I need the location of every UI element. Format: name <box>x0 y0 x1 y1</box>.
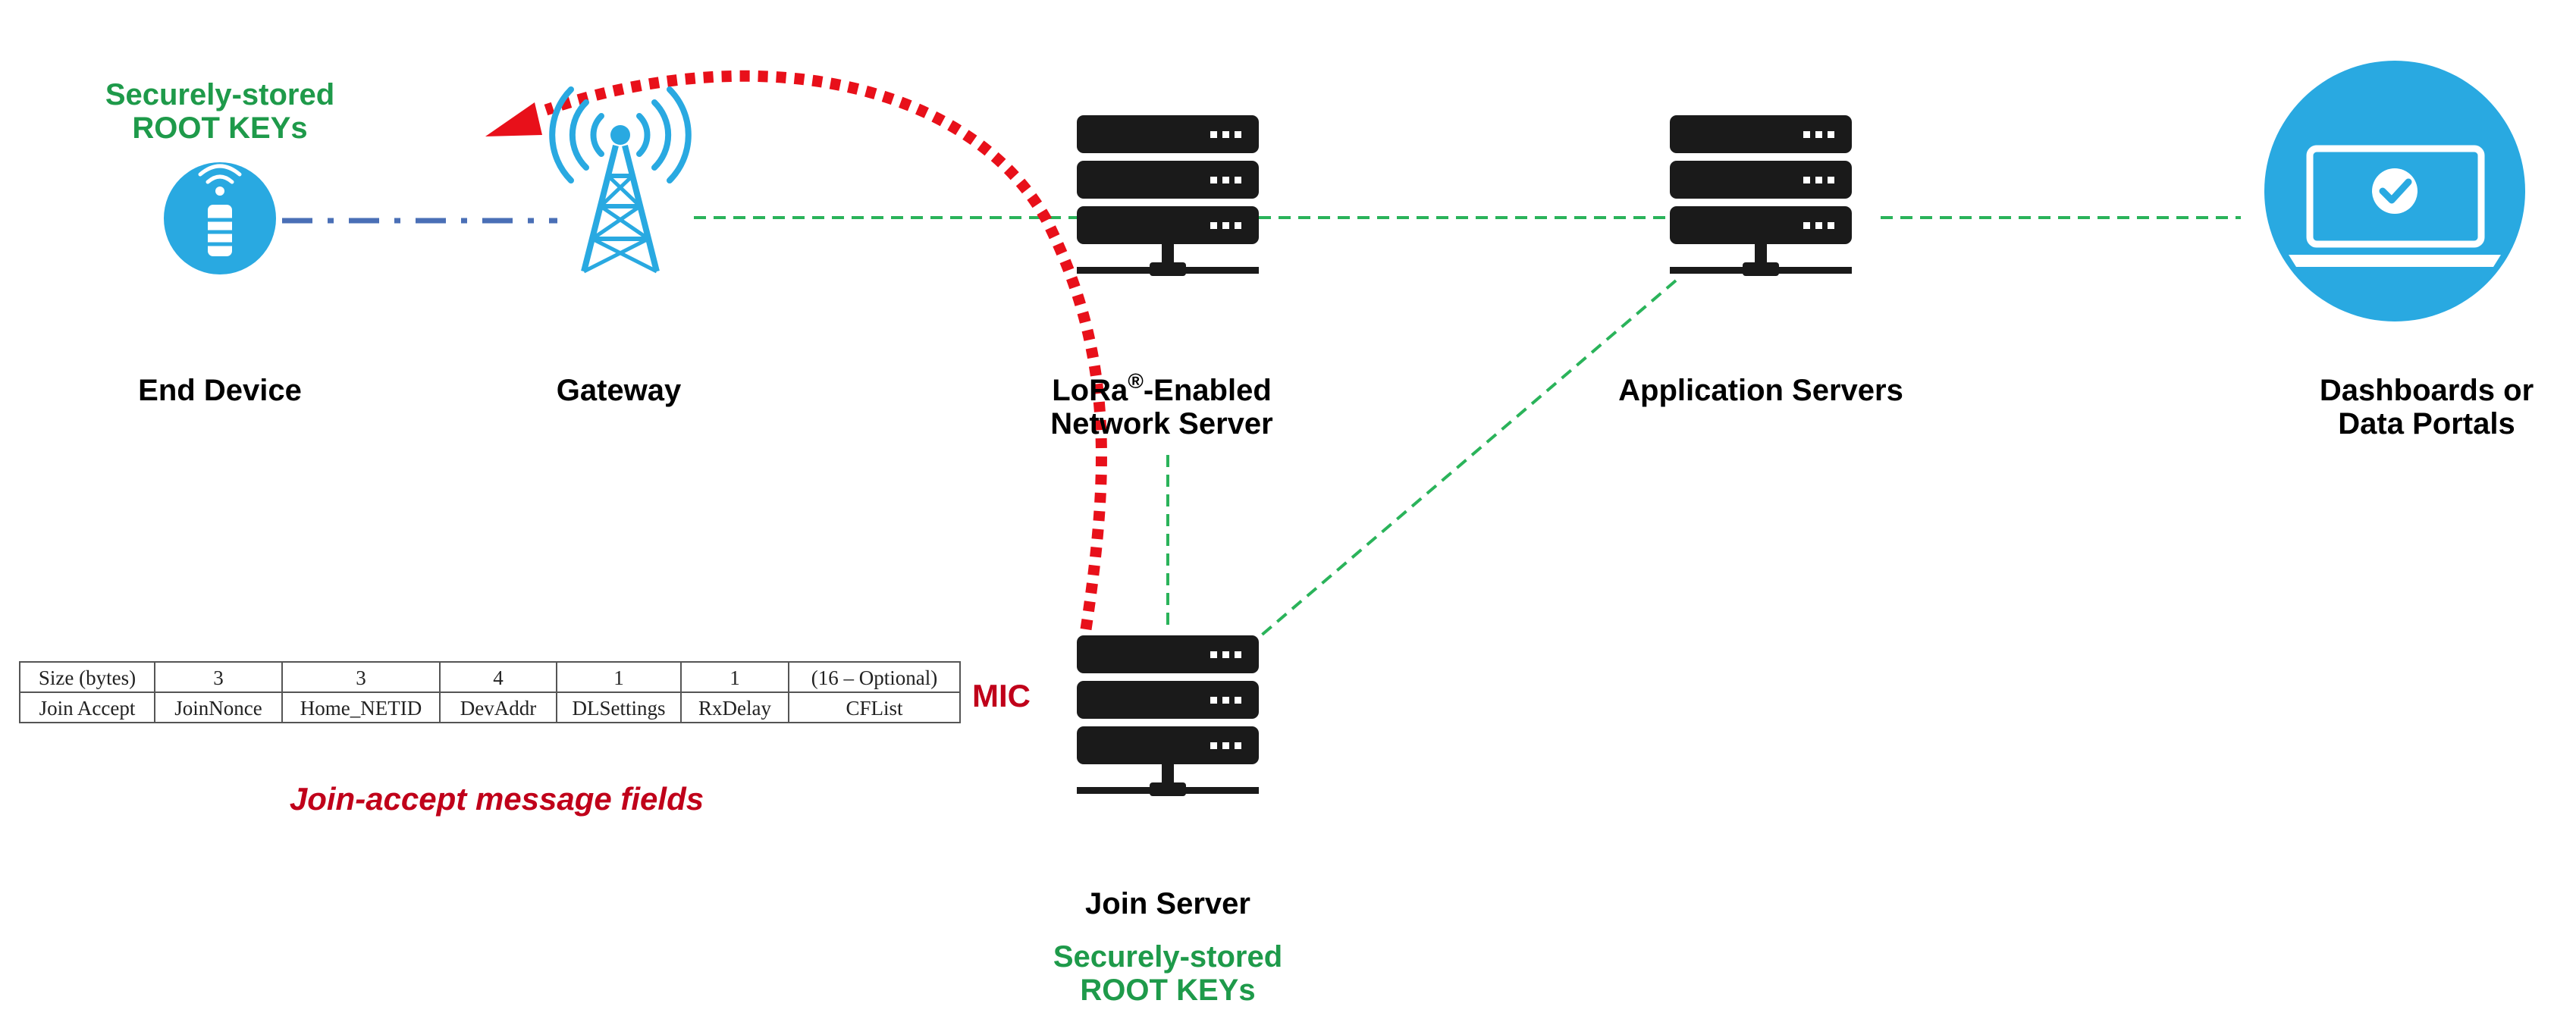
dashboards-node: Dashboards or Data Portals <box>2264 61 2534 441</box>
gateway-label: Gateway <box>557 374 682 407</box>
network-server-label-line2: Network Server <box>1050 407 1272 441</box>
root-keys-bottom-line1: Securely-stored <box>1053 940 1282 974</box>
table-cell: JoinNonce <box>174 697 262 720</box>
application-join-link <box>1253 279 1677 642</box>
root-keys-top: Securely-stored ROOT KEYs <box>105 78 334 145</box>
laptop-check-icon <box>2264 61 2525 321</box>
network-server-node: LoRa®-Enabled Network Server <box>1050 115 1273 441</box>
join-accept-arc <box>544 70 1107 631</box>
table-cell: (16 – Optional) <box>811 666 937 689</box>
join-accept-table: Size (bytes) 3 3 4 1 1 (16 – Optional) J… <box>19 661 961 723</box>
network-server-label-sup: ® <box>1128 369 1144 393</box>
mic-label: MIC <box>972 678 1031 713</box>
network-server-icon <box>1077 115 1259 276</box>
application-server-icon <box>1670 115 1852 276</box>
table-cell: Home_NETID <box>300 697 422 720</box>
join-server-node: Join Server Securely-stored ROOT KEYs <box>1053 635 1282 1007</box>
network-server-label-suffix: -Enabled <box>1144 374 1272 407</box>
table-cell: Size (bytes) <box>39 666 136 689</box>
root-keys-bottom-line2: ROOT KEYs <box>1080 974 1255 1007</box>
root-keys-top-line2: ROOT KEYs <box>132 111 307 145</box>
application-servers-node: Application Servers <box>1618 115 1903 407</box>
table-cell: 3 <box>356 666 366 689</box>
join-server-label: Join Server <box>1085 887 1250 920</box>
gateway-node: Gateway <box>549 86 692 407</box>
join-accept-path <box>485 70 1107 631</box>
end-device-icon <box>164 162 276 274</box>
connection-lines <box>282 216 2241 642</box>
table-cell: 4 <box>493 666 504 689</box>
join-accept-arrowhead <box>485 102 542 136</box>
antenna-tower-icon <box>549 86 692 274</box>
table-cell: DLSettings <box>572 697 665 720</box>
end-device-node: End Device <box>138 162 302 407</box>
network-server-label-prefix: LoRa <box>1052 374 1128 407</box>
end-device-label: End Device <box>138 374 302 407</box>
join-server-icon <box>1077 635 1259 796</box>
dashboards-label-line1: Dashboards or <box>2320 374 2534 407</box>
network-server-label-line1: LoRa®-Enabled <box>1052 369 1272 407</box>
table-cell: Join Accept <box>39 697 136 720</box>
dashboards-label-line2: Data Portals <box>2338 407 2515 441</box>
table-cell: 1 <box>730 666 740 689</box>
table-cell: 1 <box>613 666 624 689</box>
join-accept-caption: Join-accept message fields <box>290 781 704 817</box>
table-cell: RxDelay <box>698 697 771 720</box>
root-keys-top-line1: Securely-stored <box>105 78 334 111</box>
application-servers-label: Application Servers <box>1618 374 1903 407</box>
table-cell: 3 <box>213 666 224 689</box>
table-cell: CFList <box>846 697 903 720</box>
table-cell: DevAddr <box>460 697 536 720</box>
